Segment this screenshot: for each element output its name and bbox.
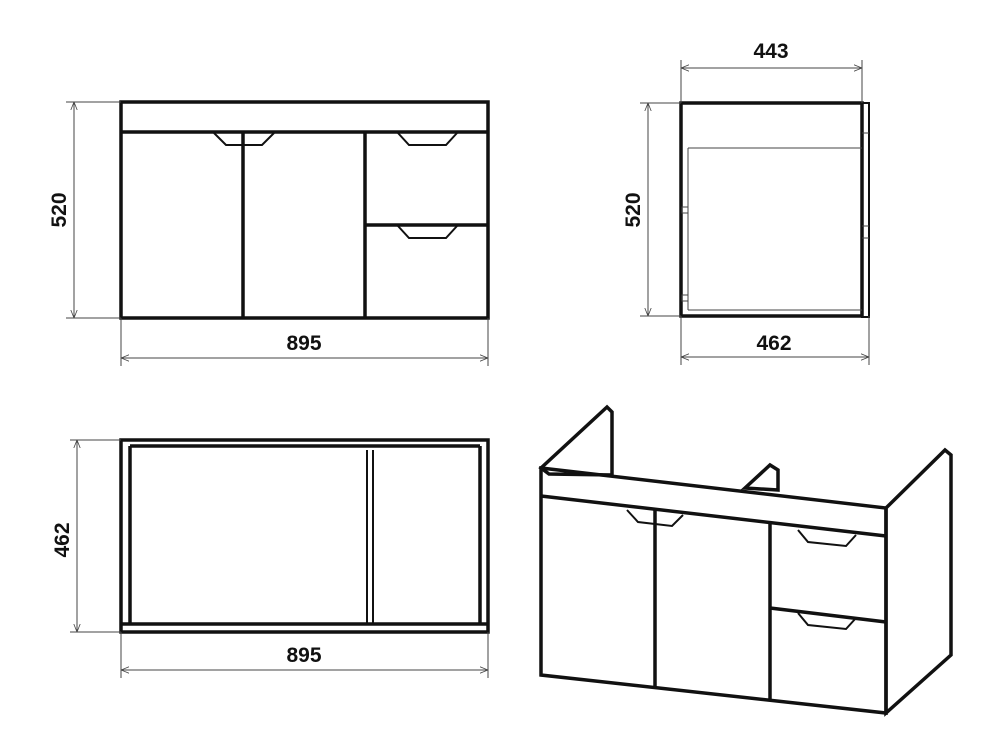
drawer-handle-bottom (397, 225, 458, 239)
door-handle (213, 132, 275, 146)
middle-partition (740, 462, 780, 492)
front-view: 520 895 (48, 100, 490, 366)
front-face (539, 466, 888, 715)
side-outline (679, 101, 864, 318)
top-width-label: 895 (286, 644, 321, 667)
side-height-label: 520 (622, 192, 645, 227)
top-depth-label: 462 (51, 522, 74, 557)
drawer-handle-top (397, 132, 458, 146)
top-view: 462 895 (51, 438, 490, 678)
iso-door-handle (626, 509, 684, 528)
iso-drawer-handle-top (797, 529, 857, 548)
right-side-panel (884, 447, 953, 717)
side-bottom-depth-label: 462 (756, 332, 791, 355)
front-outline (119, 100, 490, 320)
top-outline (119, 438, 490, 634)
side-top-depth-label: 443 (753, 40, 788, 63)
side-view: 443 520 462 (622, 40, 870, 365)
iso-drawer-split (769, 606, 887, 624)
front-width-label: 895 (286, 332, 321, 355)
iso-drawer-handle-bottom (797, 612, 857, 631)
door-edge (861, 102, 870, 318)
isometric-view (538, 404, 953, 717)
front-height-label: 520 (48, 192, 71, 227)
left-side-panel (538, 404, 614, 477)
